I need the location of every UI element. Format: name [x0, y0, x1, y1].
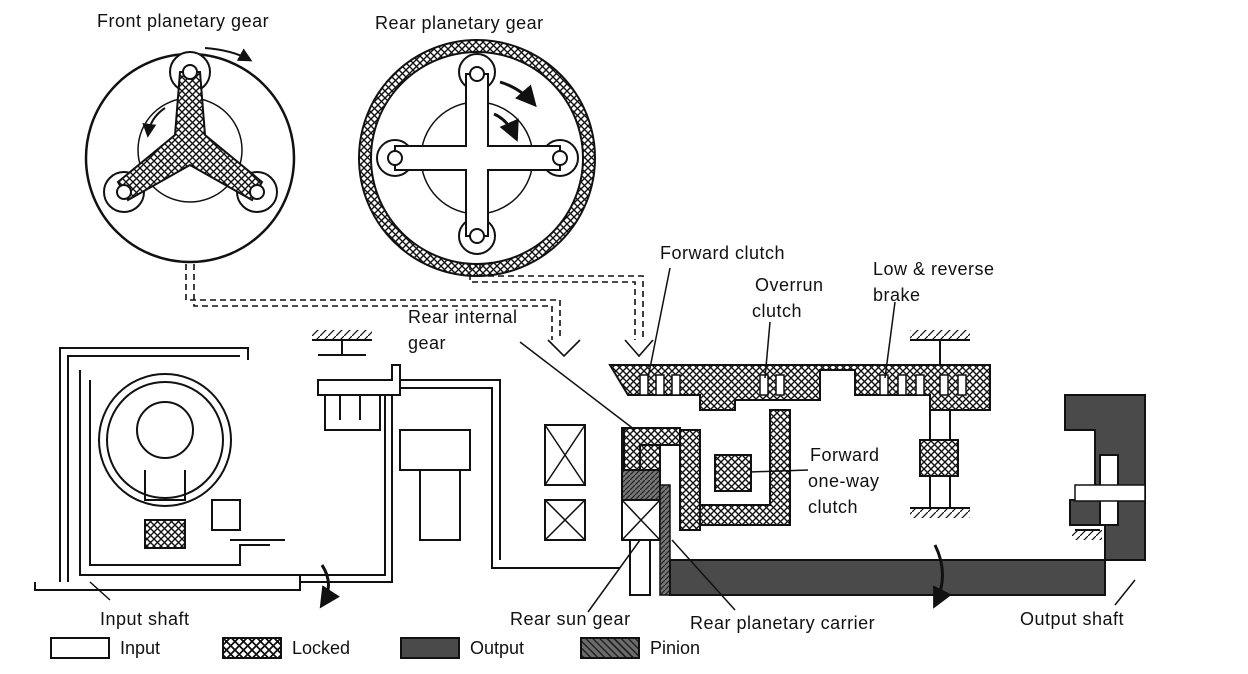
legend-output: Output	[400, 634, 524, 662]
legend-locked: Locked	[222, 634, 350, 662]
front-planetary-gear-label: Front planetary gear	[97, 11, 270, 31]
legend-output-swatch	[400, 637, 460, 659]
torque-converter	[34, 347, 301, 591]
rear-sun-gear-label: Rear sun gear	[510, 609, 631, 629]
legend-locked-label: Locked	[292, 637, 351, 658]
low-reverse-brake-label-2: brake	[873, 285, 921, 305]
rear-planetary-gear	[358, 39, 596, 277]
clutch-chain	[608, 364, 991, 531]
forward-oneway-clutch-label-2: one-way	[808, 471, 880, 491]
rear-planetary-gear-label: Rear planetary gear	[375, 13, 544, 33]
legend-input-label: Input	[120, 637, 161, 658]
legend-input-swatch	[50, 637, 110, 659]
legend-pinion-label: Pinion	[650, 637, 701, 658]
forward-clutch-label: Forward clutch	[660, 243, 786, 263]
input-shaft-label: Input shaft	[100, 609, 190, 629]
rotation-arrows	[319, 544, 952, 609]
rear-gearset	[544, 424, 671, 596]
low-reverse-brake-label-1: Low & reverse	[873, 259, 995, 279]
legend-locked-swatch	[222, 637, 282, 659]
forward-oneway-clutch-label-1: Forward	[810, 445, 880, 465]
ground-brake-left	[312, 330, 401, 431]
legend-input: Input	[50, 634, 160, 662]
ground-brake-right	[910, 330, 970, 518]
clutch-plates	[639, 374, 967, 396]
legend-pinion: Pinion	[580, 634, 700, 662]
dashed-connectors	[185, 264, 654, 358]
leader-lines	[89, 267, 1136, 613]
front-planetary-gear	[84, 47, 296, 264]
rear-planetary-carrier-label: Rear planetary carrier	[690, 613, 876, 633]
overrun-clutch-label-1: Overrun	[755, 275, 824, 295]
output-shaft	[669, 394, 1146, 596]
rear-internal-gear-label-2: gear	[408, 333, 447, 353]
overrun-clutch-label-2: clutch	[752, 301, 803, 321]
legend-pinion-swatch	[580, 637, 640, 659]
output-shaft-label: Output shaft	[1020, 609, 1125, 629]
rear-internal-gear-label-1: Rear internal	[408, 307, 518, 327]
legend-output-label: Output	[470, 637, 525, 658]
forward-oneway-clutch-label-3: clutch	[808, 497, 859, 517]
